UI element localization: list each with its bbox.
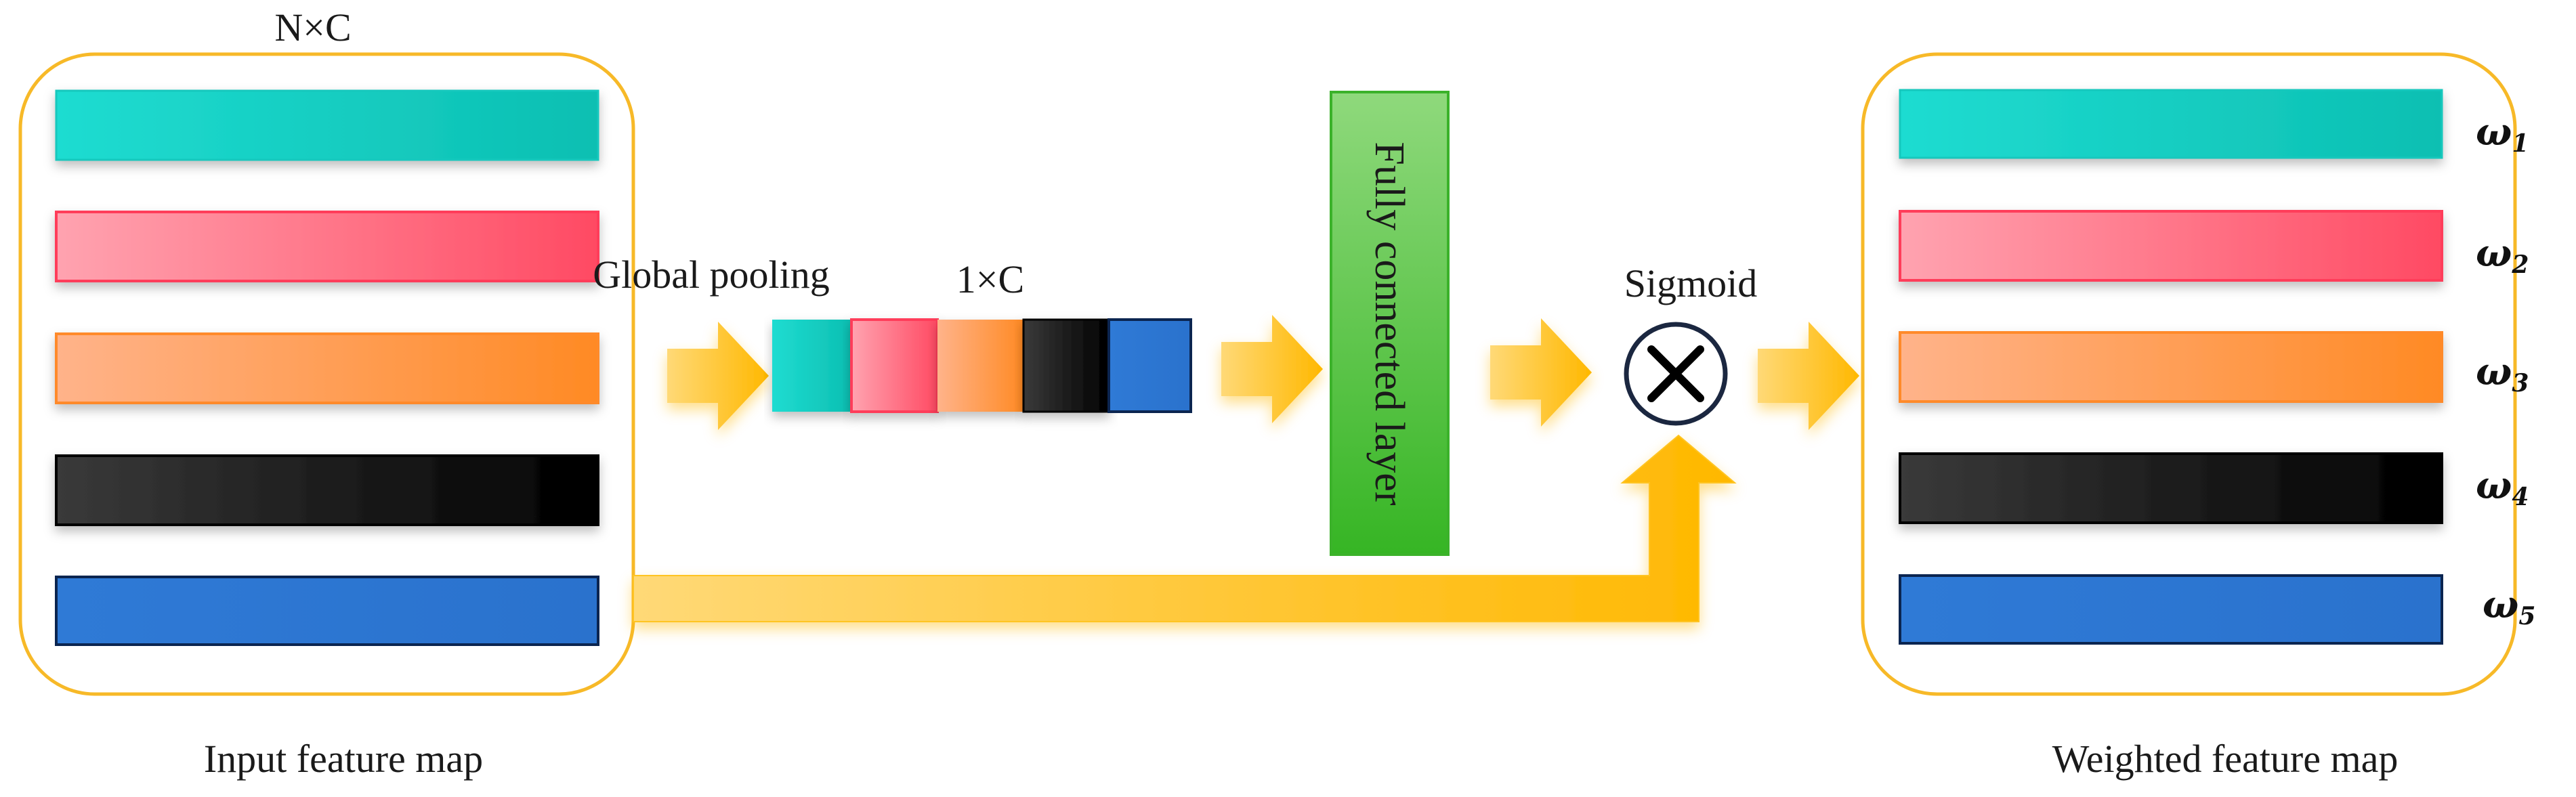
output-caption: Weighted feature map <box>2052 737 2399 781</box>
weighted-feature-map: ω1 ω2 ω3 ω4 ω5 <box>1861 52 2535 696</box>
weight-label-5: ω5 <box>2483 582 2535 630</box>
weight-label-2: ω2 <box>2476 231 2529 279</box>
output-channel-5 <box>1899 574 2443 645</box>
output-container <box>1861 52 2517 696</box>
pooled-cell-2 <box>850 318 939 413</box>
output-channel-2 <box>1899 210 2443 282</box>
global-pooling-label: Global pooling <box>593 253 830 297</box>
input-channel-4 <box>55 454 599 526</box>
sigmoid-label: Sigmoid <box>1624 261 1758 305</box>
input-channel-1 <box>55 89 599 161</box>
skip-connection-arrow <box>633 434 1737 622</box>
input-container <box>18 52 635 696</box>
output-channel-3 <box>1899 331 2443 403</box>
pooled-vector <box>772 318 1192 413</box>
output-channel-1 <box>1899 89 2443 159</box>
weight-label-3: ω3 <box>2476 349 2529 397</box>
pooled-cell-3 <box>937 320 1023 412</box>
multiply-icon <box>1647 345 1704 402</box>
input-caption: Input feature map <box>204 737 483 781</box>
input-channel-5 <box>55 576 599 646</box>
fc-label: Fully connected layer <box>1366 142 1412 505</box>
pooled-cell-4 <box>1022 318 1110 413</box>
multiply-node <box>1624 322 1728 426</box>
weight-label-4: ω4 <box>2476 463 2529 511</box>
input-channel-2 <box>55 211 599 282</box>
input-dims-label: N×C <box>274 5 351 49</box>
input-channel-3 <box>55 332 599 404</box>
arrow-to-multiply <box>1490 318 1592 427</box>
arrow-to-pooling <box>667 322 769 430</box>
input-feature-map <box>18 52 635 696</box>
pooled-cell-5 <box>1107 318 1192 413</box>
pooled-dims-label: 1×C <box>956 257 1024 301</box>
pooled-cell-1 <box>772 320 851 412</box>
fully-connected-layer: Fully connected layer <box>1330 91 1450 556</box>
arrow-to-fc <box>1221 315 1323 423</box>
arrow-to-output <box>1758 322 1859 430</box>
weight-label-1: ω1 <box>2476 110 2529 158</box>
output-channel-4 <box>1899 452 2443 524</box>
fc-box <box>1330 91 1450 556</box>
